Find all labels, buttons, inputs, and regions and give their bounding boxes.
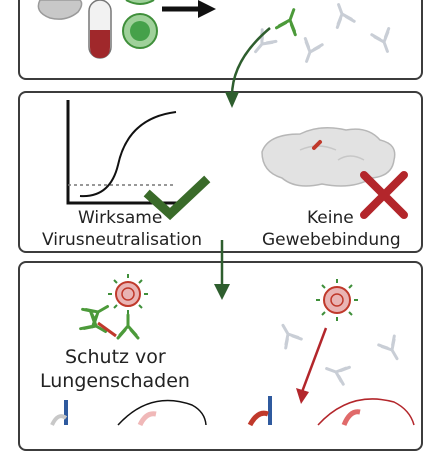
neutralization-curve-graph [66,100,180,205]
process-arrow-icon [162,0,216,18]
cell-icon-partial [125,0,155,5]
blood-tube-icon [88,0,112,59]
cell-icon [122,13,158,49]
result-label-right-line2: Gewebebindung [262,230,401,250]
protection-label-line2: Lungenschaden [40,370,190,392]
cross-icon [360,171,408,219]
flow-arrow-middle [214,240,230,300]
lung-icon-left [50,399,207,427]
result-label-left-line2: Virusneutralisation [42,230,202,250]
virus-icon-right [316,279,358,321]
organ-shape [37,0,83,20]
result-label-right-line1: Keine [307,208,354,228]
result-label-left-line1: Wirksame [78,208,163,228]
infection-arrow [296,327,328,404]
check-icon [143,175,211,221]
protection-label-line1: Schutz vor [65,346,166,368]
tissue-icon [261,127,396,187]
top-panel [18,0,423,80]
lung-icon-right [247,396,415,427]
diagram-graphics [37,0,415,427]
flow-arrow-top [225,27,271,108]
virus-icon [108,274,148,314]
